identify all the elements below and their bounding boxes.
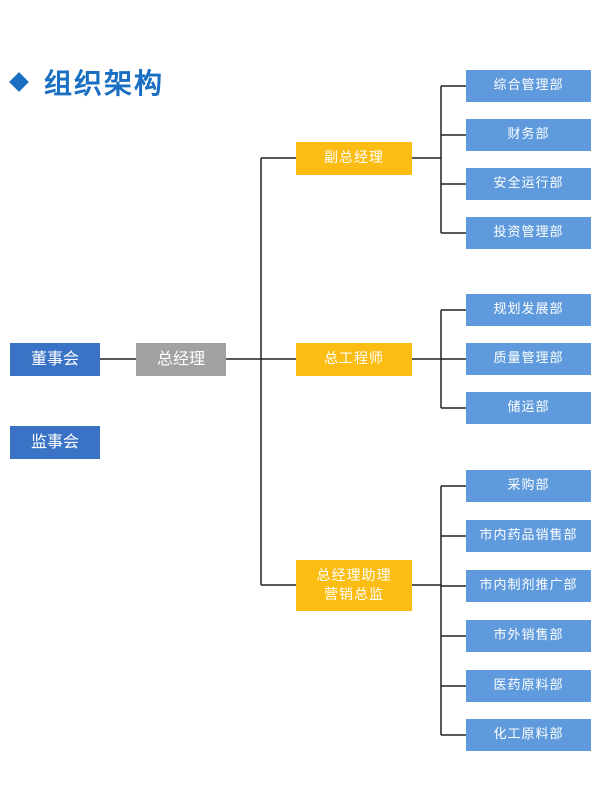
page-header: 组织架构 — [8, 62, 164, 102]
department-node: 财务部 — [466, 119, 591, 151]
department-node: 化工原料部 — [466, 719, 591, 751]
page-title: 组织架构 — [44, 67, 165, 100]
manager-node-3: 总经理助理 营销总监 — [296, 560, 412, 611]
department-node: 投资管理部 — [466, 217, 591, 249]
department-node: 储运部 — [466, 392, 591, 424]
department-node: 安全运行部 — [466, 168, 591, 200]
manager-node-1: 副总经理 — [296, 142, 412, 175]
department-node: 采购部 — [466, 470, 591, 502]
board-node: 董事会 — [10, 343, 100, 376]
department-node: 综合管理部 — [466, 70, 591, 102]
department-node: 规划发展部 — [466, 294, 591, 326]
department-node: 市内制剂推广部 — [466, 570, 591, 602]
supervisors-node: 监事会 — [10, 426, 100, 459]
department-node: 市外销售部 — [466, 620, 591, 652]
manager-node-2: 总工程师 — [296, 343, 412, 376]
department-node: 质量管理部 — [466, 343, 591, 375]
general-manager-node: 总经理 — [136, 343, 226, 376]
department-node: 市内药品销售部 — [466, 520, 591, 552]
department-node: 医药原料部 — [466, 670, 591, 702]
